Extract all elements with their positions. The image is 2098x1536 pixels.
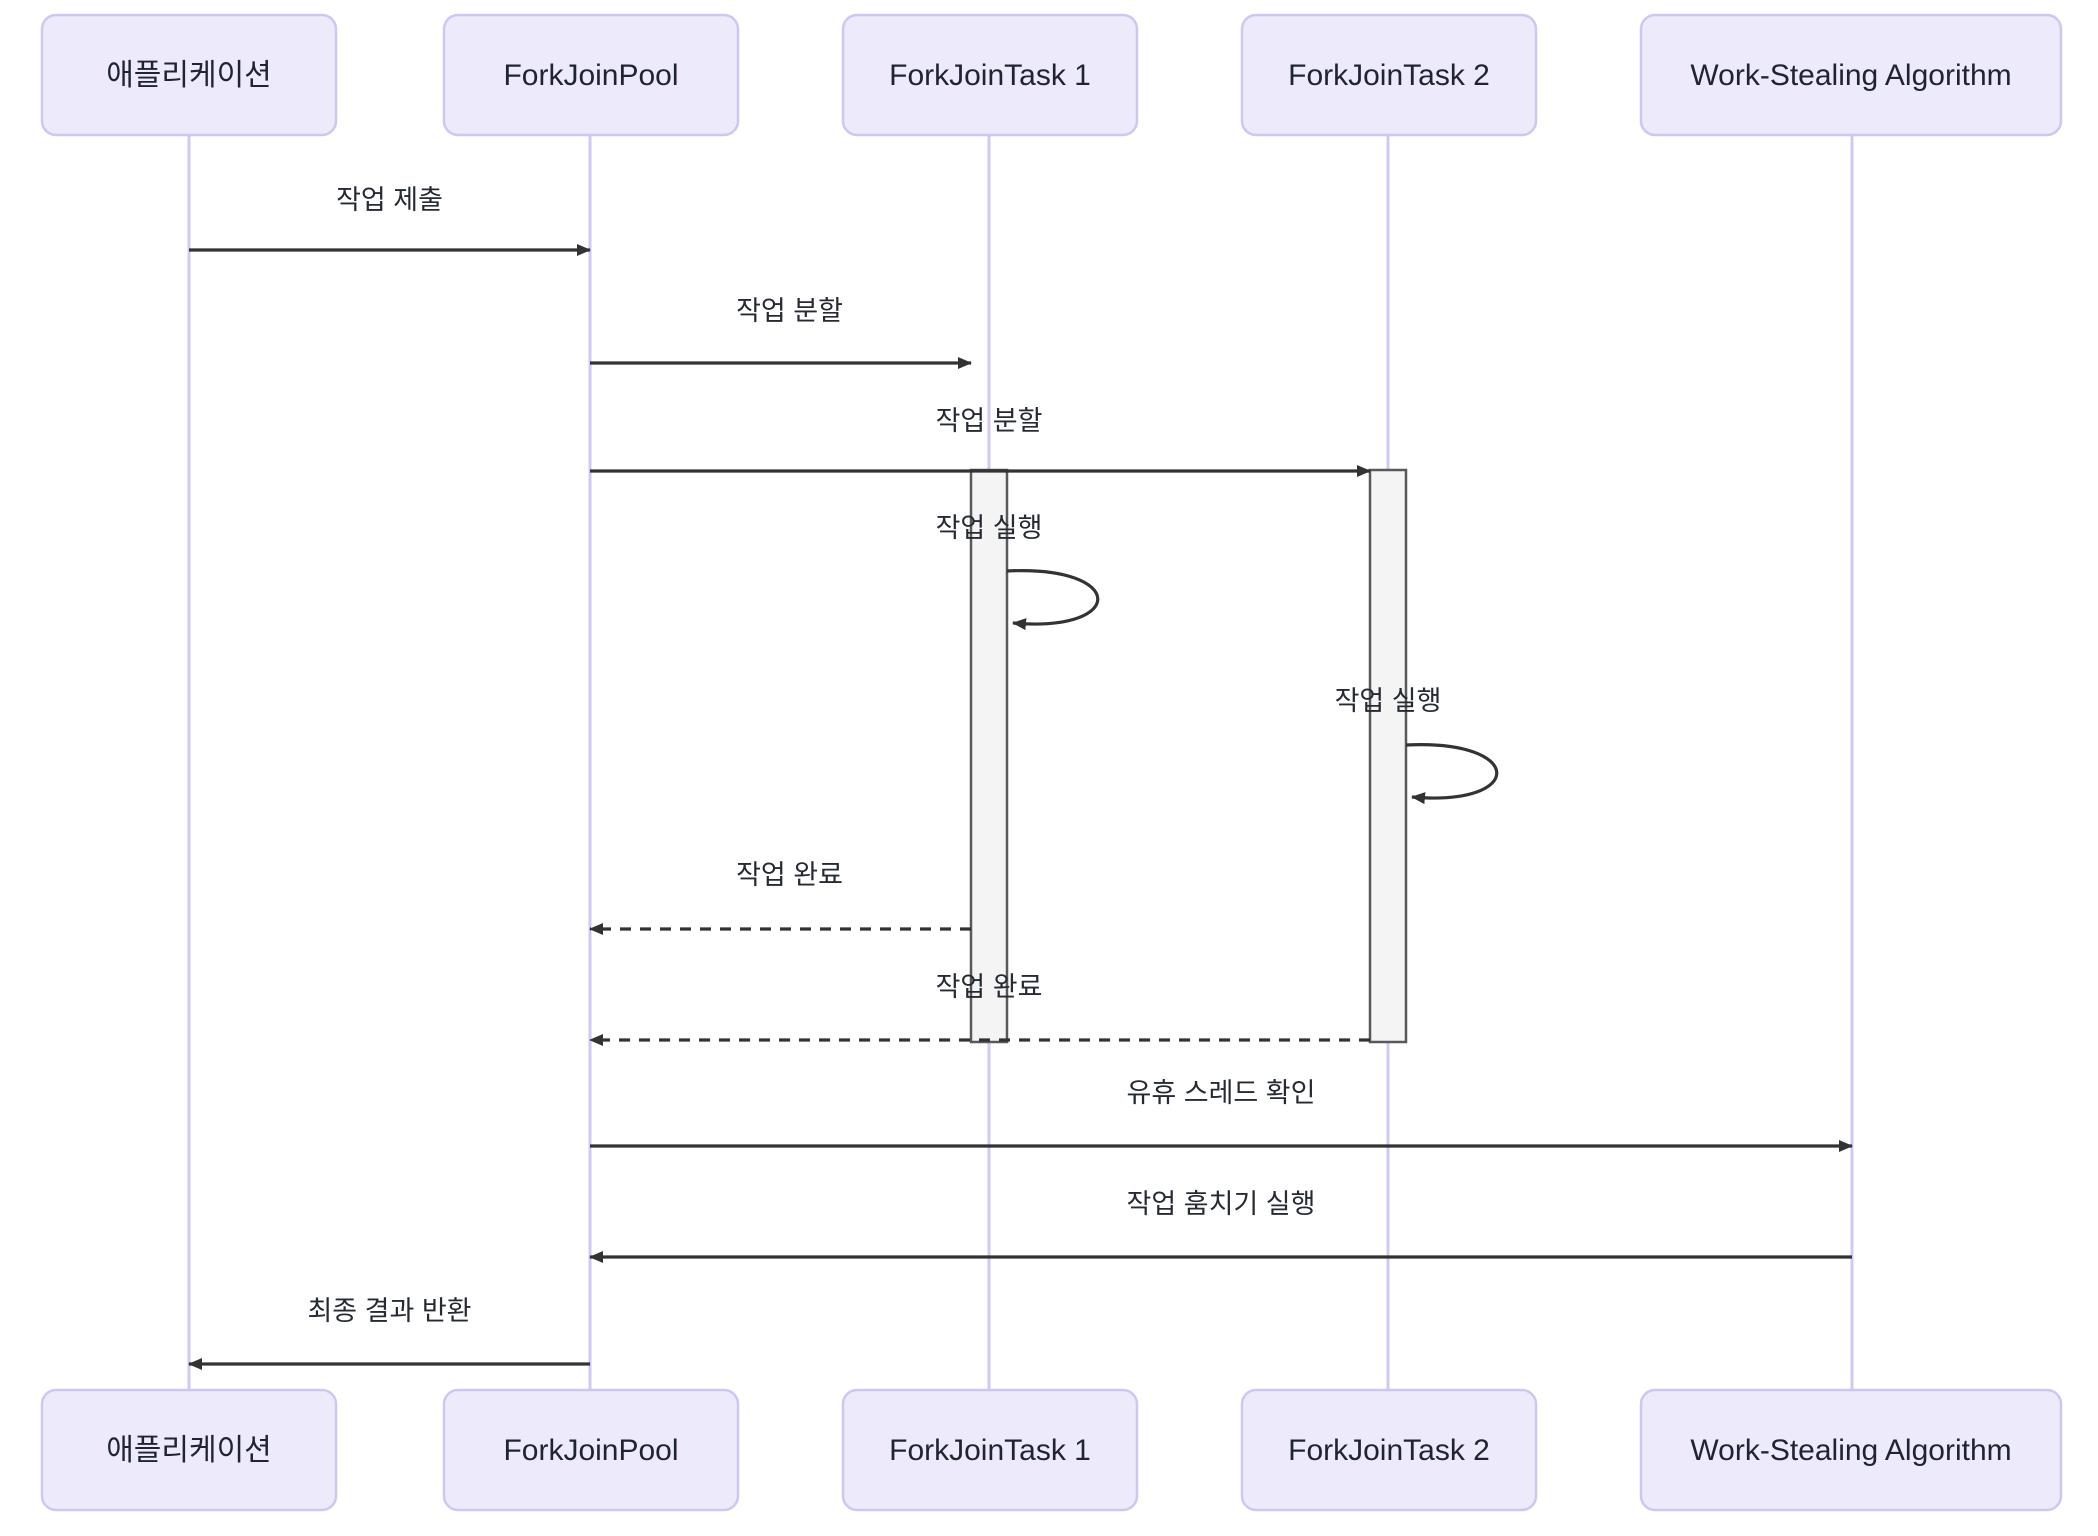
participants-bottom-group: 애플리케이션 ForkJoinPool ForkJoinTask 1 ForkJoin… [40, 1388, 2063, 1512]
message-m5[interactable]: 작업 실행 [1335, 686, 1499, 805]
message-label-m1: 작업 제출 [336, 185, 443, 215]
participant-task2-top[interactable]: ForkJoinTask 2 [1240, 13, 1538, 137]
participant-stealing-top[interactable]: Work-Stealing Algorithm [1639, 13, 2063, 137]
participant-label-stealing-top: Work-Stealing Algorithm [1690, 59, 2011, 92]
participant-pool-bottom[interactable]: ForkJoinPool [442, 1388, 740, 1512]
participant-label-task2-bottom: ForkJoinTask 2 [1288, 1434, 1490, 1467]
message-label-m3: 작업 분할 [936, 406, 1043, 436]
participant-task1-bottom[interactable]: ForkJoinTask 1 [841, 1388, 1139, 1512]
message-m2[interactable]: 작업 분할 [590, 296, 972, 369]
message-label-m2: 작업 분할 [736, 296, 843, 326]
participant-label-pool-bottom: ForkJoinPool [503, 1434, 678, 1467]
participant-box-task1-bottom[interactable] [841, 1388, 1139, 1512]
message-label-m7: 작업 완료 [936, 972, 1043, 1002]
participants-top-group: 애플리케이션 ForkJoinPool ForkJoinTask 1 ForkJoin… [40, 13, 2063, 137]
participant-app-top[interactable]: 애플리케이션 [40, 13, 338, 137]
participant-label-task2-top: ForkJoinTask 2 [1288, 59, 1490, 92]
self-loop-arrow-m4 [1006, 569, 1100, 631]
message-label-m6: 작업 완료 [736, 860, 843, 890]
message-label-m4: 작업 실행 [936, 513, 1043, 543]
participant-label-pool-top: ForkJoinPool [503, 59, 678, 92]
participant-box-task2-top[interactable] [1240, 13, 1538, 137]
participant-label-task1-bottom: ForkJoinTask 1 [889, 1434, 1091, 1467]
message-m10[interactable]: 최종 결과 반환 [188, 1296, 590, 1370]
participant-stealing-bottom[interactable]: Work-Stealing Algorithm [1639, 1388, 2063, 1512]
participant-box-app-top[interactable] [40, 13, 338, 137]
participant-box-pool-bottom[interactable] [442, 1388, 740, 1512]
participant-box-task2-bottom[interactable] [1240, 1388, 1538, 1512]
lifelines-group [187, 135, 1854, 1390]
message-label-m9: 작업 훔치기 실행 [1127, 1189, 1316, 1219]
participant-task1-top[interactable]: ForkJoinTask 1 [841, 13, 1139, 137]
message-m8[interactable]: 유휴 스레드 확인 [590, 1078, 1853, 1152]
message-m4[interactable]: 작업 실행 [936, 513, 1100, 631]
participant-label-task1-top: ForkJoinTask 1 [889, 59, 1091, 92]
participant-box-stealing-top[interactable] [1639, 13, 2063, 137]
participant-box-pool-top[interactable] [442, 13, 740, 137]
participant-label-app-top: 애플리케이션 [106, 59, 272, 92]
activations-group [969, 468, 1408, 1044]
participant-label-app-bottom: 애플리케이션 [106, 1434, 272, 1467]
participant-app-bottom[interactable]: 애플리케이션 [40, 1388, 338, 1512]
message-m3[interactable]: 작업 분할 [590, 406, 1371, 477]
message-label-m8: 유휴 스레드 확인 [1127, 1078, 1316, 1108]
participant-box-stealing-bottom[interactable] [1639, 1388, 2063, 1512]
participant-pool-top[interactable]: ForkJoinPool [442, 13, 740, 137]
activation-bar-task1 [969, 468, 1009, 1044]
participant-box-app-bottom[interactable] [40, 1388, 338, 1512]
participant-task2-bottom[interactable]: ForkJoinTask 2 [1240, 1388, 1538, 1512]
message-label-m5: 작업 실행 [1335, 686, 1442, 716]
participant-label-stealing-bottom: Work-Stealing Algorithm [1690, 1434, 2011, 1467]
message-m9[interactable]: 작업 훔치기 실행 [589, 1189, 1852, 1263]
self-loop-arrow-m5 [1405, 743, 1499, 805]
message-m6[interactable]: 작업 완료 [589, 860, 971, 935]
message-m1[interactable]: 작업 제출 [189, 185, 591, 256]
message-label-m10: 최종 결과 반환 [307, 1296, 471, 1326]
activation-bar-task2 [1368, 468, 1408, 1044]
participant-box-task1-top[interactable] [841, 13, 1139, 137]
message-m7[interactable]: 작업 완료 [589, 972, 1370, 1046]
